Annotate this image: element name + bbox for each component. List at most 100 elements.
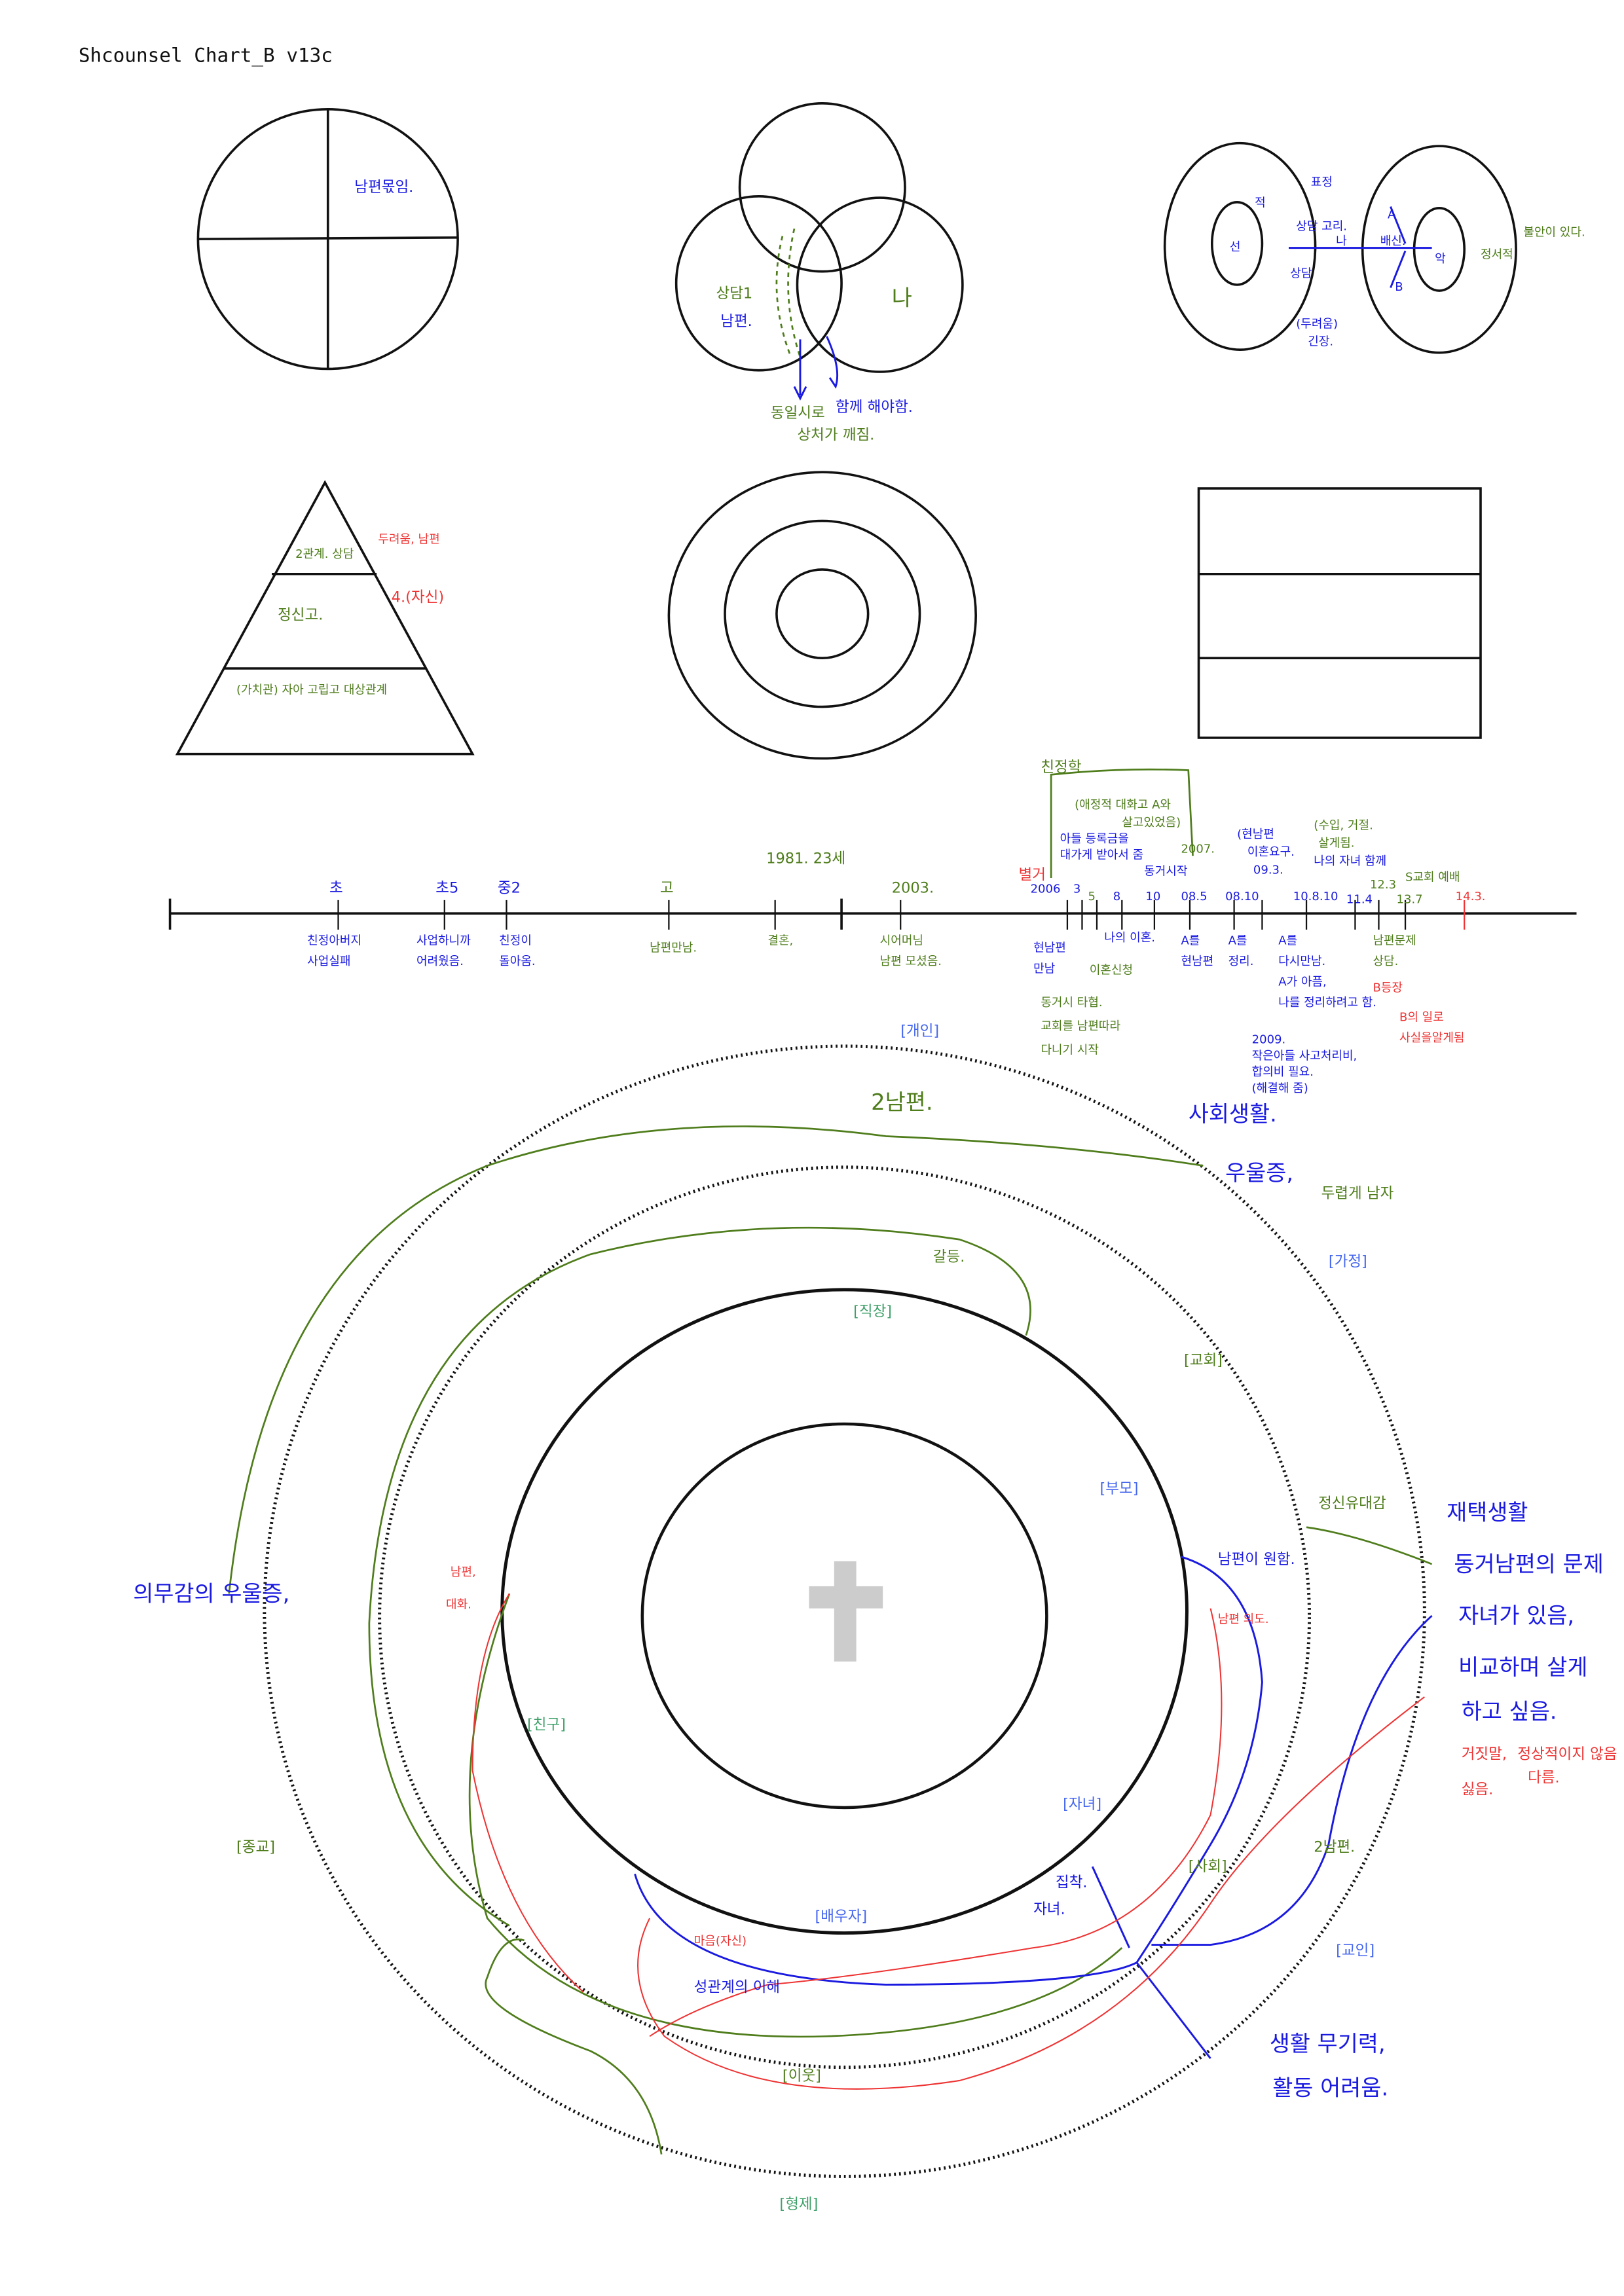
venn-bottom: 상처가 깨짐. — [797, 427, 874, 444]
ring-mid-bottom: 상담 — [1290, 267, 1312, 281]
timeline-top-label: 초 — [329, 880, 343, 897]
timeline-bottom-label: A를 — [1278, 934, 1297, 947]
timeline-top-label: 14.3. — [1456, 890, 1486, 903]
ring-side-2: 불안이 있다. — [1523, 226, 1585, 240]
timeline-bottom-label: 만남 — [1033, 962, 1055, 975]
timeline-bottom-label: 사실을알게됨 — [1399, 1031, 1464, 1045]
circle-note-conflict: 갈등. — [933, 1248, 965, 1266]
circle-note-self1: 재택생활 — [1447, 1499, 1528, 1525]
ring-label: [이웃] — [783, 2068, 821, 2085]
circle-note-husband-obey: 남편이 원함. — [1218, 1551, 1295, 1568]
note-093a: (현남편 — [1237, 828, 1274, 841]
ring-label: [부모] — [1100, 1480, 1139, 1497]
stacked-rectangle — [1197, 487, 1482, 739]
timeline-bottom-label: 남편 모셨음. — [880, 955, 942, 968]
timeline-top-label: 10 — [1145, 890, 1160, 903]
timeline-top-label: 초5 — [435, 880, 458, 897]
ring-label: [사회] — [1189, 1858, 1227, 1875]
circle-note-society: 사회생활. — [1189, 1101, 1277, 1127]
ring-label: [자녀] — [1063, 1796, 1101, 1813]
circle-note-husband2b: 2남편. — [1314, 1839, 1355, 1856]
timeline-bottom-label: 남편만남. — [650, 941, 697, 955]
timeline-bottom-label: A가 아픔, — [1278, 975, 1327, 989]
ring-top-note: 표정 — [1311, 175, 1333, 189]
timeline-bottom-label: 사업실패 — [307, 955, 350, 968]
life-timeline: 친정학 (애정적 대화고 A와 살고있었음) 아들 등록금을 대가게 받아서 줌… — [168, 759, 1577, 1095]
timeline-bottom-label: 남편문제 — [1373, 934, 1416, 947]
circle-note-attach: 집착. — [1056, 1874, 1088, 1891]
timeline-note-2009: 합의비 필요. — [1252, 1065, 1314, 1079]
ring-side-1: 정서적 — [1481, 247, 1513, 261]
chart-title: Shcounsel Chart_B v13c — [79, 45, 333, 67]
timeline-note-2006: 동거시 타협. — [1041, 996, 1102, 1010]
circle-note-husband-left2: 대화. — [446, 1598, 471, 1612]
cross-icon — [809, 1561, 883, 1662]
timeline-bottom-label: 다시만남. — [1278, 955, 1325, 968]
timeline-bottom-label: 결혼, — [767, 934, 793, 947]
timeline-bottom-label: 이혼신청 — [1090, 964, 1133, 977]
note-108b: 살게됨. — [1318, 837, 1354, 850]
pyramid-red-side: 4.(자신) — [392, 589, 444, 606]
note-108c: 나의 자녀 함께 — [1314, 854, 1386, 868]
quartered-circle: 남편몫임. — [196, 107, 459, 371]
timeline-note-2006: 다니기 시작 — [1041, 1043, 1099, 1057]
double-rings: 선 적 표정 상담 고리. 상담 (두려움) 긴장. 나 배신. 악 A B 정… — [1163, 141, 1585, 354]
note-2006b: 대가게 받아서 줌 — [1060, 848, 1143, 862]
venn-diagram: 상담1 남편. 나 동일시로 함께 해야함. 상처가 깨짐. — [674, 101, 964, 444]
timeline-top-label: 8 — [1113, 890, 1120, 903]
timeline-bottom-label: B등장 — [1373, 981, 1403, 995]
timeline-note-2009: (해결해 줌) — [1252, 1082, 1308, 1095]
venn-left-bottom: 남편. — [720, 313, 752, 330]
circle-note-red4: 다름. — [1528, 1770, 1560, 1787]
circle-note-lean: 두렵게 남자 — [1321, 1185, 1394, 1202]
bracket-note-2: 살고있었음) — [1122, 816, 1181, 829]
venn-right: 나 — [892, 285, 912, 311]
ring-left-center: 선 — [1230, 240, 1241, 254]
note-2007a: 2007. — [1181, 843, 1215, 856]
timeline-top-label: 10.8.10 — [1293, 890, 1338, 903]
pyramid: 2관계. 상담 두려움, 남편 4.(자신) 정신고. (가치관) 자아 고립고… — [175, 480, 475, 756]
ring-label: [교인] — [1336, 1942, 1375, 1959]
note-108a: (수입, 거절. — [1314, 819, 1373, 833]
timeline-bottom-label: 나의 이혼. — [1104, 931, 1155, 945]
circle-note-husband2: 2남편. — [871, 1089, 932, 1115]
timeline-top-label: 09.3. — [1253, 863, 1283, 877]
circle-note-left-note: 의무감의 우울증, — [133, 1580, 289, 1606]
circle-note-red2: 정상적이지 않음 — [1517, 1746, 1617, 1763]
relationship-circle-diagram: [개인][가정][직장][교회][부모][친구][자녀][배우자][사회][이웃… — [133, 1023, 1617, 2213]
ring-label: [직장] — [853, 1303, 892, 1320]
note-093b: 이혼요구. — [1247, 845, 1295, 859]
ring-label: [배우자] — [815, 1908, 868, 1925]
timeline-bottom-label: A를 — [1228, 934, 1247, 947]
ring-bottom-1: (두려움) — [1296, 317, 1338, 331]
timeline-bottom-label: 사업하니까 — [416, 934, 471, 947]
timeline-bottom-label: 친정아버지 — [307, 934, 361, 947]
circle-note-survival2: 활동 어려움. — [1272, 2075, 1388, 2100]
ring-arrow-label: 나 — [1336, 234, 1347, 248]
ring-right-mid: 배신. — [1380, 234, 1406, 248]
timeline-bottom-label: A를 — [1181, 934, 1200, 947]
red-2006: 별거 — [1019, 866, 1046, 883]
timeline-top-label: 08.10 — [1225, 890, 1259, 903]
quarter-note: 남편몫임. — [354, 179, 413, 196]
pyramid-top-red: 두려움, 남편 — [378, 532, 439, 546]
timeline-top-label: 3 — [1073, 883, 1080, 896]
timeline-bottom-label: 상담. — [1373, 955, 1398, 968]
bracket-note-1: (애정적 대화고 A와 — [1075, 798, 1171, 812]
venn-left-top: 상담1 — [716, 285, 752, 302]
timeline-bottom-label: 현남편 — [1033, 941, 1066, 955]
timeline-top-label: 2003. — [892, 880, 934, 897]
timeline-bottom-label: 나를 정리하려고 함. — [1278, 996, 1376, 1010]
timeline-bottom-label: 정리. — [1228, 955, 1254, 968]
ring-bottom-2: 긴장. — [1308, 335, 1333, 348]
timeline-note-2009: 작은아들 사고처리비, — [1252, 1049, 1357, 1063]
timeline-top-label: 11.4 — [1346, 892, 1373, 906]
ring-a: A — [1388, 208, 1396, 222]
timeline-bottom-label: 시어머님 — [880, 934, 923, 947]
circle-note-self5: 하고 싶음. — [1462, 1699, 1557, 1724]
bracket-label: 친정학 — [1041, 759, 1081, 776]
pyramid-middle: 정신고. — [278, 607, 323, 624]
timeline-top-label: 고 — [660, 880, 674, 897]
circle-note-husband-left: 남편, — [451, 1565, 476, 1579]
